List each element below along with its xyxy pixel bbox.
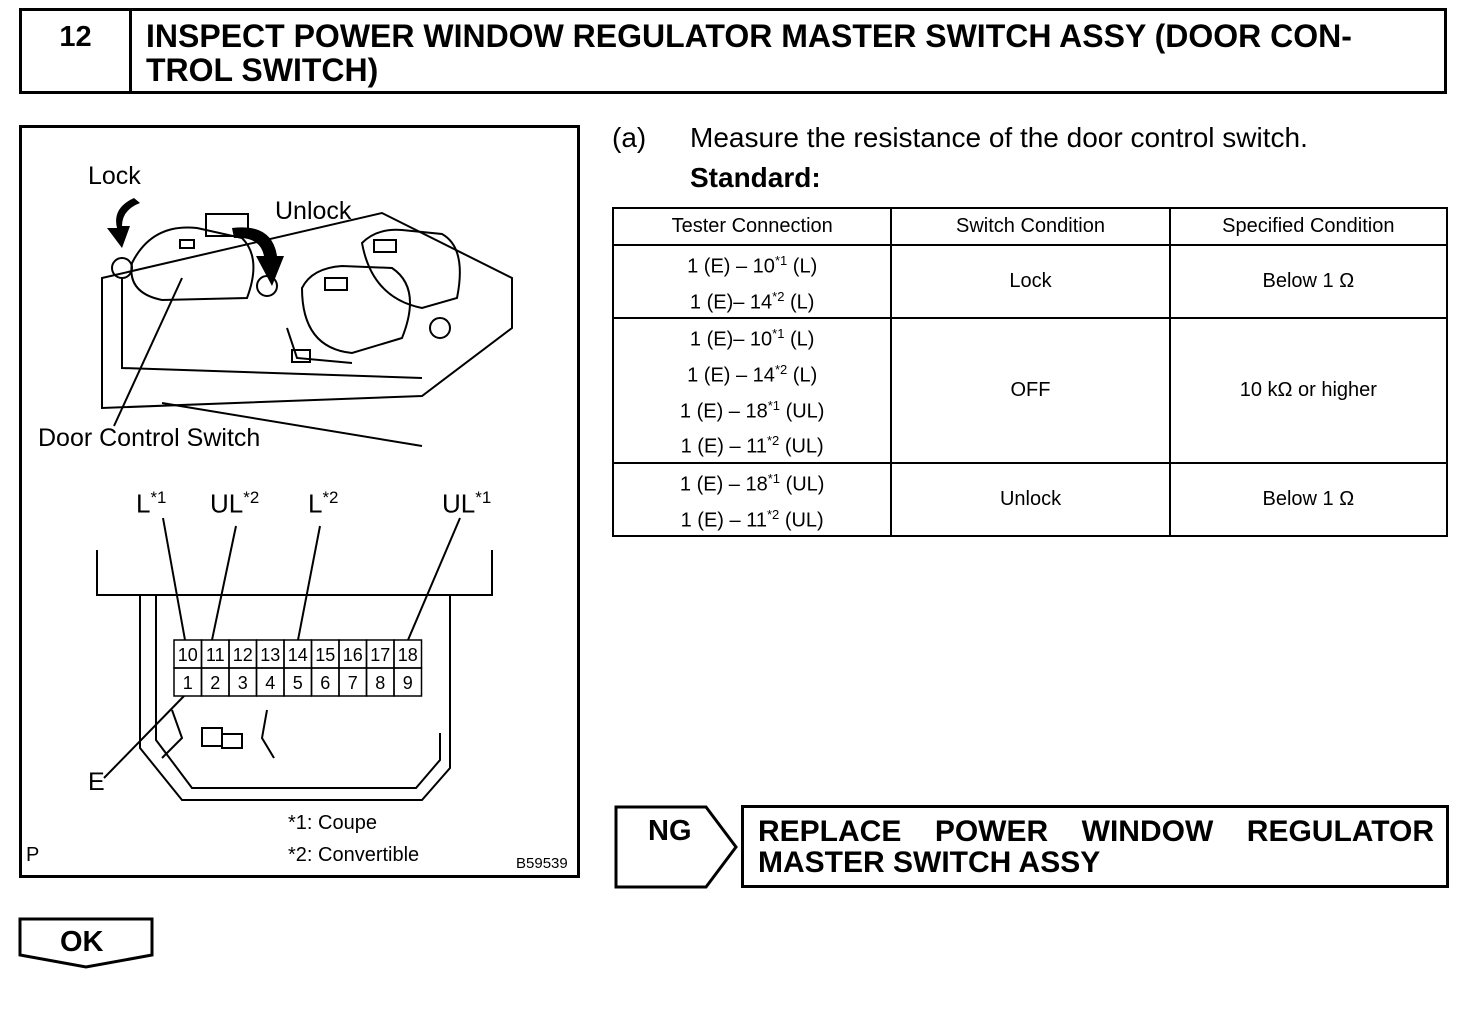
figure-id: B59539 xyxy=(516,855,568,872)
connection-line: 1 (E) – 18*1 (UL) xyxy=(679,470,825,496)
switch-condition-cell: Unlock xyxy=(890,461,1171,538)
specified-condition-cell: Below 1 Ω xyxy=(1168,243,1449,320)
terminal-number: 9 xyxy=(403,673,413,693)
terminal-number: 12 xyxy=(233,645,253,665)
column-header: Switch Condition xyxy=(890,207,1171,246)
connector-housing-top xyxy=(96,550,493,596)
connection-line: 1 (E) – 11*2 (UL) xyxy=(680,433,824,458)
pin-label-l2: L*2 xyxy=(308,488,339,519)
connection-line: 1 (E) – 18*1 (UL) xyxy=(679,397,825,423)
ok-arrow-box xyxy=(18,917,154,969)
step-header: 12 INSPECT POWER WINDOW REGULATOR MASTER… xyxy=(19,8,1447,94)
ng-arrow-box xyxy=(614,805,738,889)
connection-line: 1 (E) – 10*1 (L) xyxy=(687,253,818,278)
note-coupe: *1: Coupe xyxy=(288,812,377,834)
terminal-number: 10 xyxy=(178,645,198,665)
terminal-number: 16 xyxy=(343,645,363,665)
unlock-arrow-icon xyxy=(232,227,284,286)
corner-letter: P xyxy=(26,844,40,866)
step-title: INSPECT POWER WINDOW REGULATOR MASTER SW… xyxy=(146,18,1352,88)
connection-line: 1 (E) – 11*2 (UL) xyxy=(680,506,824,532)
window-switch-2 xyxy=(360,228,461,310)
tester-connection-cell: 1 (E) – 10*1 (L) 1 (E)– 14*2 (L) xyxy=(611,243,893,320)
resistance-spec-table: Tester Connection Switch Condition Speci… xyxy=(611,207,1449,538)
unlock-label: Unlock xyxy=(275,197,352,225)
terminal-number: 6 xyxy=(320,673,330,693)
ng-action-text: REPLACE POWER WINDOW REGULATOR MASTER SW… xyxy=(758,815,1434,879)
terminal-number: 3 xyxy=(238,673,248,693)
connection-line: 1 (E)– 10*1 (L) xyxy=(689,326,815,351)
terminal-number: 2 xyxy=(210,673,220,693)
terminal-number: 1 xyxy=(183,673,193,693)
lock-label: Lock xyxy=(88,162,141,190)
connector-outline xyxy=(139,595,451,801)
tester-connection-cell: 1 (E)– 10*1 (L) 1 (E) – 14*2 (L) 1 (E) – 1… xyxy=(611,317,893,464)
pin-label-l1: L*1 xyxy=(136,488,167,519)
column-header: Specified Condition xyxy=(1168,207,1449,246)
ng-action-box: REPLACE POWER WINDOW REGULATOR MASTER SW… xyxy=(741,805,1449,888)
terminal-number: 18 xyxy=(398,645,418,665)
column-header: Tester Connection xyxy=(611,207,893,246)
lock-arrow-icon xyxy=(107,198,140,248)
specified-condition-cell: Below 1 Ω xyxy=(1168,461,1449,538)
step-marker: (a) xyxy=(612,122,647,153)
connection-line: 1 (E)– 14*2 (L) xyxy=(689,288,815,314)
door-control-switch-body xyxy=(130,226,255,302)
terminal-number: 4 xyxy=(265,673,275,693)
switch-condition-cell: Lock xyxy=(890,243,1171,320)
step-number: 12 xyxy=(22,11,132,91)
specified-condition-cell: 10 kΩ or higher xyxy=(1168,317,1449,464)
switch-condition-cell: OFF xyxy=(890,317,1171,464)
window-switch-1 xyxy=(300,264,411,355)
table-header-row: Tester Connection Switch Condition Speci… xyxy=(611,207,1449,246)
terminal-number: 5 xyxy=(293,673,303,693)
terminal-number: 7 xyxy=(348,673,358,693)
tester-connection-cell: 1 (E) – 18*1 (UL) 1 (E) – 11*2 (UL) xyxy=(611,461,893,538)
terminal-number: 13 xyxy=(260,645,280,665)
pin-label-ul1: UL*1 xyxy=(442,488,492,519)
table-row: 1 (E) – 18*1 (UL) 1 (E) – 11*2 (UL) Unlock… xyxy=(611,461,1449,538)
note-convertible: *2: Convertible xyxy=(288,844,420,866)
terminal-number: 14 xyxy=(288,645,308,665)
table-row: 1 (E)– 10*1 (L) 1 (E) – 14*2 (L) 1 (E) – 1… xyxy=(611,317,1449,464)
ng-label: NG xyxy=(648,815,692,847)
terminal-number: 11 xyxy=(206,645,225,665)
ok-label: OK xyxy=(60,926,104,958)
terminal-number: 15 xyxy=(315,645,335,665)
standard-label: Standard: xyxy=(690,162,821,193)
connection-line: 1 (E) – 14*2 (L) xyxy=(687,361,818,387)
step-instruction: Measure the resistance of the door contr… xyxy=(690,122,1308,153)
terminal-number: 8 xyxy=(375,673,385,693)
terminal-cell xyxy=(393,667,423,697)
pin-label-ul2: UL*2 xyxy=(210,488,260,519)
terminal-number: 17 xyxy=(370,645,390,665)
e-label: E xyxy=(88,768,105,796)
door-control-switch-label: Door Control Switch xyxy=(38,424,261,452)
